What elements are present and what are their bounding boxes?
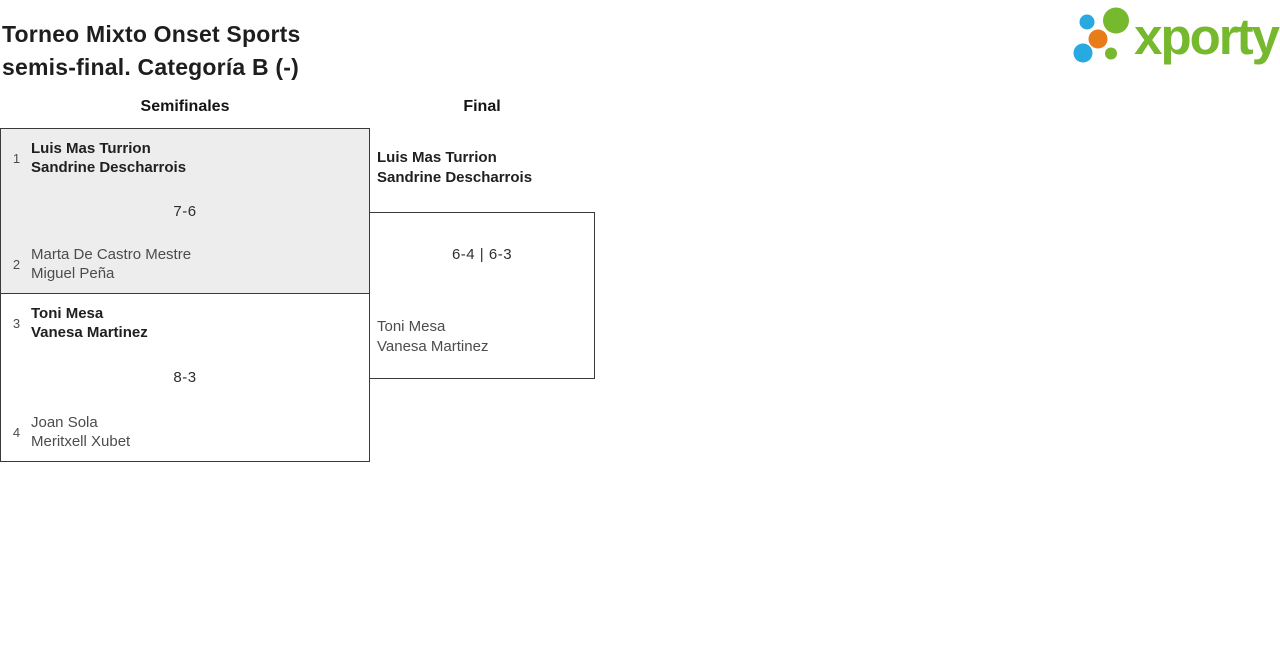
semifinal-1-box: 1 Luis Mas Turrion Sandrine Descharrois … [0, 128, 370, 294]
seed-number: 2 [12, 256, 21, 272]
player-name: Meritxell Xubet [31, 433, 131, 450]
semifinal-2-box: 3 Toni Mesa Vanesa Martinez 8-3 4 Joan S… [0, 293, 370, 462]
team-players: Marta De Castro Mestre Miguel Peña [31, 245, 191, 283]
match-score: 8-3 [173, 369, 197, 386]
player-name: Luis Mas Turrion [31, 140, 151, 157]
team-row: 2 Marta De Castro Mestre Miguel Peña [9, 245, 361, 283]
xporty-dots-icon [1073, 7, 1130, 63]
logo-dot [1088, 29, 1108, 49]
player-name: Luis Mas Turrion [377, 149, 497, 166]
final-team-loser: Toni Mesa Vanesa Martinez [377, 317, 488, 357]
logo-dot [1073, 43, 1093, 63]
round-header-semifinales: Semifinales [140, 98, 230, 115]
final-match-score: 6-4 | 6-3 [451, 246, 513, 263]
team-players: Luis Mas Turrion Sandrine Descharrois [31, 139, 186, 177]
final-team-winner: Luis Mas Turrion Sandrine Descharrois [377, 148, 532, 188]
seed-number: 3 [12, 315, 21, 331]
player-name: Toni Mesa [31, 305, 104, 322]
match-score: 7-6 [173, 202, 197, 220]
player-name: Vanesa Martinez [377, 338, 489, 355]
round-header-final: Final [463, 98, 501, 115]
page-title-line-2: semis-final. Categoría B (-) [2, 54, 299, 81]
logo-dot [1079, 14, 1095, 30]
seed-number: 4 [12, 424, 21, 440]
seed-number: 1 [12, 150, 21, 166]
player-name: Sandrine Descharrois [31, 159, 187, 176]
logo-dot [1103, 7, 1130, 34]
player-name: Miguel Peña [31, 265, 115, 282]
xporty-wordmark: xporty [1134, 8, 1280, 65]
final-match-box [369, 212, 595, 379]
player-name: Marta De Castro Mestre [31, 246, 192, 263]
team-row: 4 Joan Sola Meritxell Xubet [9, 413, 361, 451]
player-name: Vanesa Martinez [31, 324, 148, 341]
team-row: 1 Luis Mas Turrion Sandrine Descharrois [9, 139, 361, 177]
team-row: 3 Toni Mesa Vanesa Martinez [9, 304, 361, 342]
team-players: Toni Mesa Vanesa Martinez [31, 304, 148, 342]
page-title: Torneo Mixto Onset Sports semis-final. C… [2, 18, 300, 84]
player-name: Joan Sola [31, 414, 98, 431]
player-name: Sandrine Descharrois [377, 169, 533, 186]
xporty-logo[interactable]: xporty [1068, 1, 1280, 73]
player-name: Toni Mesa [377, 318, 446, 335]
logo-dot [1105, 47, 1118, 60]
page-title-line-1: Torneo Mixto Onset Sports [2, 21, 301, 48]
team-players: Joan Sola Meritxell Xubet [31, 413, 130, 451]
